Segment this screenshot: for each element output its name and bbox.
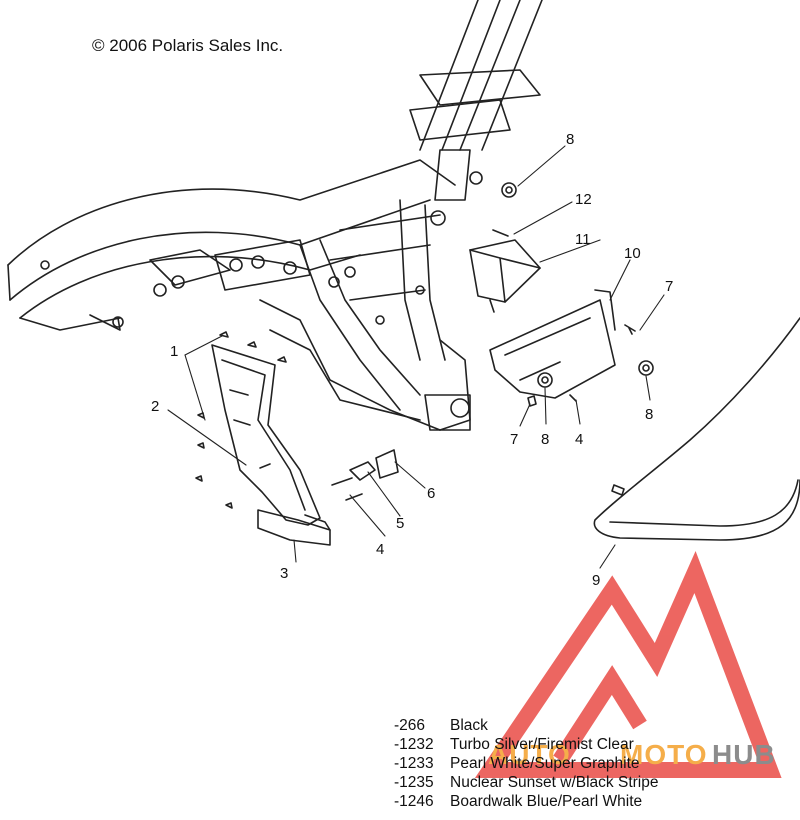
legend-row: -1246 Boardwalk Blue/Pearl White	[394, 792, 658, 811]
legend-row: -1233 Pearl White/Super Graphite	[394, 754, 658, 773]
watermark-text-moto: MOTO	[620, 739, 707, 770]
legend-color-name: Turbo Silver/Firemist Clear	[450, 736, 634, 753]
legend-color-name: Black	[450, 717, 488, 734]
callout-9: 9	[592, 572, 600, 589]
callout-3: 3	[280, 565, 288, 582]
callout-5: 5	[396, 515, 404, 532]
tank-side-panel	[593, 317, 800, 541]
legend-color-name: Pearl White/Super Graphite	[450, 755, 640, 772]
callout-1: 1	[170, 343, 178, 360]
legend-code: -1232	[394, 736, 434, 753]
callout-10: 10	[624, 245, 641, 262]
side-cover-left	[195, 331, 331, 546]
automotohub-watermark: AUTO MOTO HUB	[474, 550, 782, 778]
legend-row: -1232 Turbo Silver/Firemist Clear	[394, 735, 658, 754]
watermark-text-hub: HUB	[712, 739, 776, 770]
mount-hardware-center	[259, 449, 399, 501]
legend-code: -1246	[394, 793, 434, 810]
automotohub-logo-icon	[474, 550, 782, 778]
callout-4-right: 4	[575, 431, 583, 448]
callout-7-lower: 7	[510, 431, 518, 448]
callout-8-right: 8	[645, 406, 653, 423]
relay-box	[469, 229, 541, 313]
callout-7-upper: 7	[665, 278, 673, 295]
legend-row: -266 Black	[394, 716, 658, 735]
callout-11: 11	[575, 231, 591, 248]
callout-6: 6	[427, 485, 435, 502]
callout-leaders	[167, 145, 665, 569]
legend-color-name: Nuclear Sunset w/Black Stripe	[450, 774, 659, 791]
watermark-text-auto: AUTO	[488, 739, 571, 770]
frame-assembly	[7, 0, 543, 431]
legend-color-name: Boardwalk Blue/Pearl White	[450, 793, 643, 810]
callout-12: 12	[575, 191, 592, 208]
legend-code: -266	[394, 717, 426, 734]
callout-8-top: 8	[566, 131, 574, 148]
legend-code: -1233	[394, 755, 434, 772]
color-code-legend: -266 Black -1232 Turbo Silver/Firemist Cle…	[394, 716, 658, 811]
mount-bracket-right	[489, 182, 654, 407]
callout-8-middle: 8	[541, 431, 549, 448]
copyright-notice: © 2006 Polaris Sales Inc.	[92, 36, 284, 55]
callout-4-left: 4	[376, 541, 384, 558]
legend-code: -1235	[394, 774, 434, 791]
callout-2: 2	[151, 398, 159, 415]
legend-row: -1235 Nuclear Sunset w/Black Stripe	[394, 773, 658, 792]
